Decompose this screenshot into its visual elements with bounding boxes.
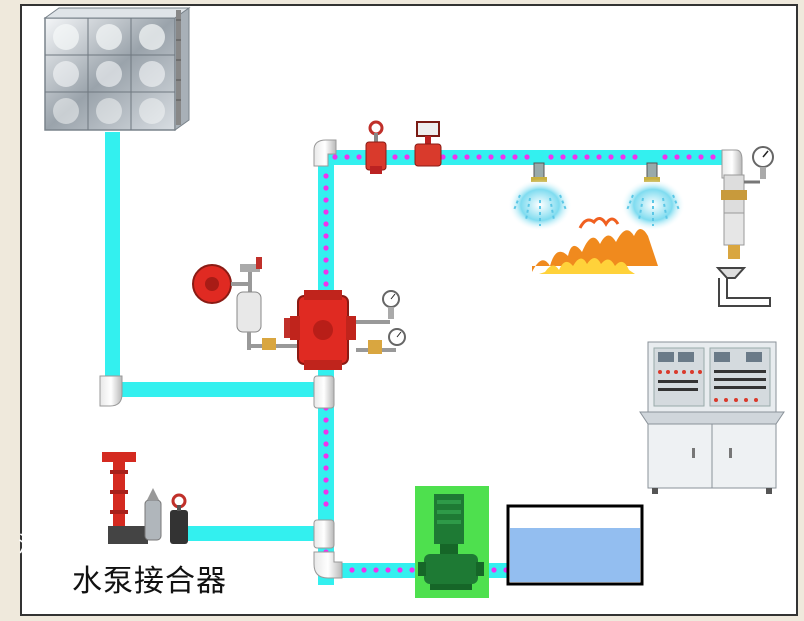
alarm-valve-icon <box>236 290 396 370</box>
elbow-end <box>721 149 743 179</box>
fire-pump-icon <box>415 486 489 598</box>
tank-feed-pipe <box>105 382 325 397</box>
pump-adapter-icon <box>102 452 188 544</box>
fire-pool-icon <box>506 504 644 586</box>
elbow-tank <box>99 375 123 407</box>
flow-dots-horizontal <box>332 154 716 573</box>
control-cabinet-icon <box>639 341 785 494</box>
pressure-gauge-icon <box>382 290 400 319</box>
fire-icon <box>532 217 658 274</box>
pump-adapter-label: 水泵接合器 <box>72 564 227 599</box>
flow-dots <box>323 154 716 573</box>
test-valve-icon <box>721 174 760 259</box>
water-tank-icon <box>43 7 191 131</box>
pressure-gauge-icon <box>388 328 406 346</box>
elbow-bottom <box>313 551 343 579</box>
drain-funnel-icon <box>715 267 771 307</box>
pump-adapter-pipe <box>180 526 325 541</box>
signal-valve-icon <box>365 120 387 174</box>
pressure-gauge-icon <box>752 146 774 179</box>
sprinkler-icon <box>508 162 572 231</box>
tee-tank <box>313 375 335 409</box>
fire-pool-label: 消防水池 <box>18 533 107 558</box>
sprinkler-icon <box>621 162 685 231</box>
flow-indicator-icon <box>414 121 442 167</box>
elbow-top <box>313 139 337 167</box>
tank-downpipe <box>105 132 120 390</box>
tee-adapter <box>313 519 335 549</box>
pipe-fittings <box>99 139 743 579</box>
